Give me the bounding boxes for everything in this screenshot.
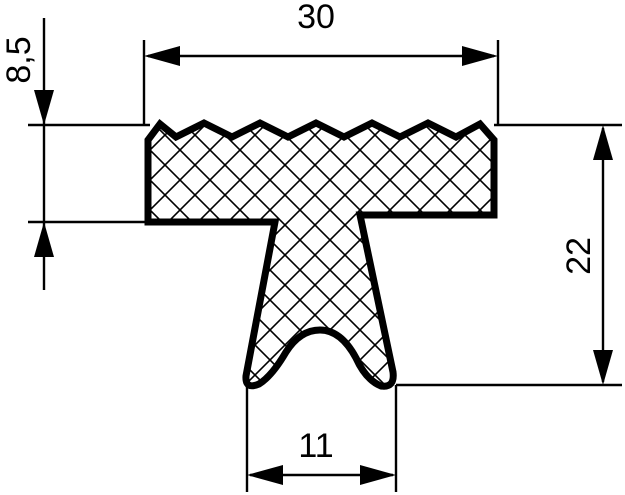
t-profile-section xyxy=(144,118,498,390)
dimension-cap-height: 8,5 xyxy=(0,18,54,290)
dimension-total-height: 22 xyxy=(560,125,613,385)
arrowhead-left xyxy=(247,465,283,485)
dimension-label-total-height: 22 xyxy=(560,237,598,275)
dimension-bottom-width: 11 xyxy=(247,427,396,485)
arrowhead-down xyxy=(593,350,613,385)
dimension-label-top-width: 30 xyxy=(297,0,335,36)
arrowhead-up xyxy=(593,125,613,160)
dimension-label-bottom-width: 11 xyxy=(298,427,333,465)
arrowhead-down xyxy=(34,90,54,125)
dimension-label-cap-height: 8,5 xyxy=(0,36,38,83)
arrowhead-up xyxy=(34,222,54,257)
arrowhead-right xyxy=(462,46,498,66)
dimension-top-width: 30 xyxy=(144,0,498,66)
arrowhead-left xyxy=(144,46,180,66)
extension-lines xyxy=(28,40,622,492)
arrowhead-right xyxy=(360,465,396,485)
